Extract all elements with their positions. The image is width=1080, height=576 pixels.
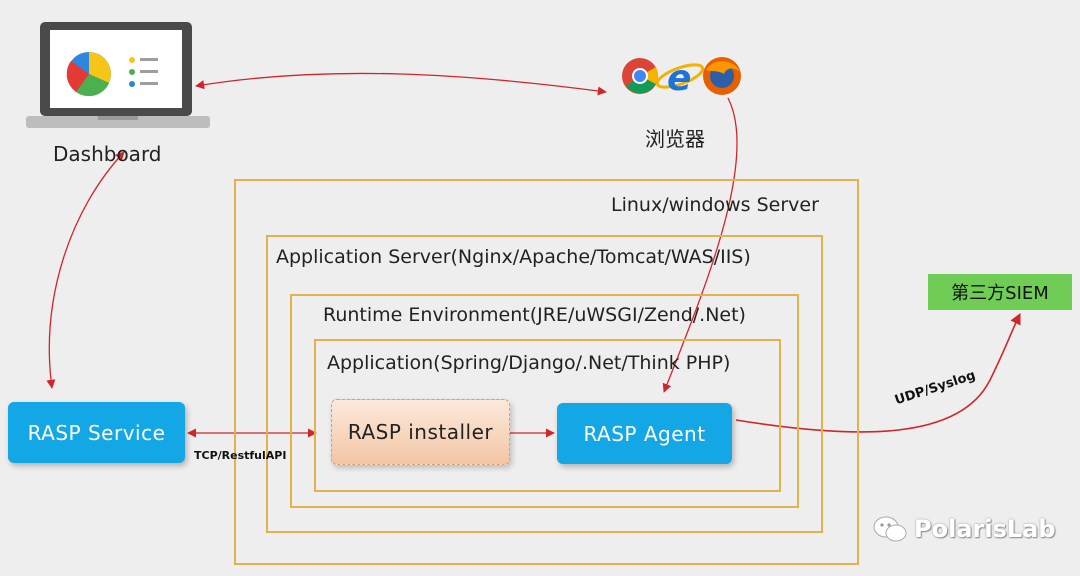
firefox-icon	[703, 57, 741, 95]
siem-box: 第三方SIEM	[928, 274, 1072, 310]
svg-text:e: e	[667, 58, 691, 99]
chrome-icon	[622, 58, 659, 94]
browser-agent-arrow	[662, 97, 738, 393]
app-server-box	[266, 235, 823, 533]
dashboard-label: Dashboard	[53, 142, 162, 166]
watermark-text: PolarisLab	[914, 515, 1056, 543]
dashboard-browser-arrow	[195, 72, 607, 96]
ie-icon: e	[655, 58, 705, 99]
runtime-label: Runtime Environment(JRE/uWSGI/Zend/.Net)	[323, 304, 746, 326]
wechat-icon	[873, 516, 907, 542]
agent-siem-arrow	[735, 312, 1021, 433]
laptop-icon	[26, 22, 210, 128]
browser-icons: e	[620, 56, 745, 100]
rasp-service-box: RASP Service	[8, 402, 185, 463]
runtime-box	[290, 294, 799, 508]
app-server-label: Application Server(Nginx/Apache/Tomcat/W…	[276, 246, 751, 268]
application-box	[314, 339, 781, 492]
server-box	[234, 179, 859, 565]
rasp-installer-box: RASP installer	[331, 399, 510, 465]
application-label: Application(Spring/Django/.Net/Think PHP…	[327, 352, 731, 374]
dashboard-service-arrow	[46, 151, 125, 389]
browser-label: 浏览器	[645, 127, 705, 151]
dashboard-laptop	[26, 20, 210, 132]
rasp-agent-box: RASP Agent	[557, 403, 732, 464]
watermark: PolarisLab	[872, 514, 1056, 544]
server-label: Linux/windows Server	[611, 194, 819, 216]
tcp-label: TCP/RestfulAPI	[194, 449, 287, 462]
